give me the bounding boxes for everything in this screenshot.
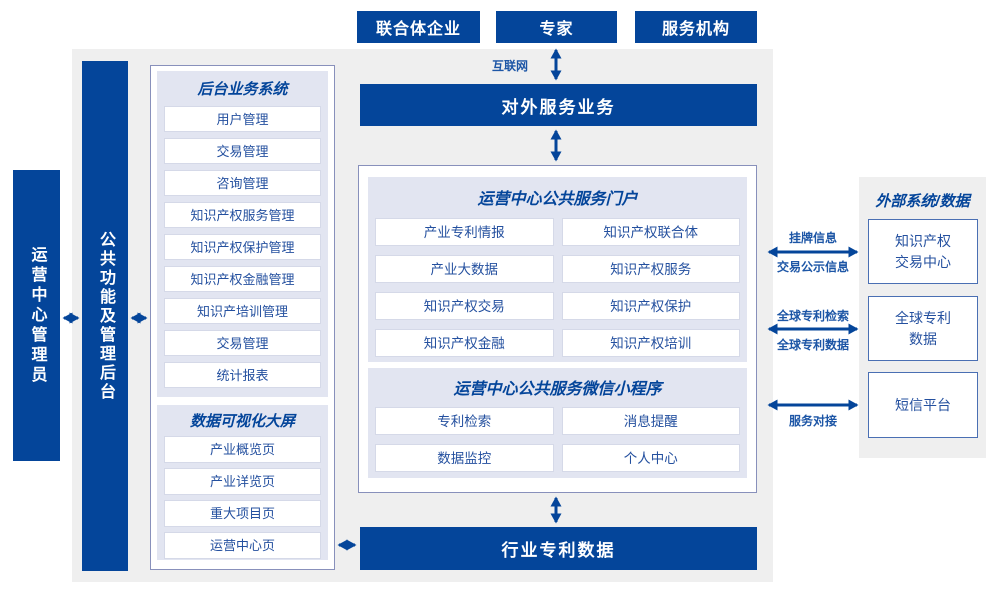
external-box-global-patent-data: 全球专利 数据 xyxy=(868,296,978,361)
backstage-item: 交易管理 xyxy=(164,330,321,356)
external-box-ip-trading-center: 知识产权 交易中心 xyxy=(868,219,978,284)
entity-experts: 专家 xyxy=(496,11,617,43)
backstage-item: 用户管理 xyxy=(164,106,321,132)
dashboard-item-list: 产业概览页 产业详览页 重大项目页 运营中心页 xyxy=(164,436,321,559)
backstage-item: 知识产培训管理 xyxy=(164,298,321,324)
public-service-portal-panel: 运营中心公共服务门户 产业专利情报 知识产权联合体 产业大数据 知识产权服务 知… xyxy=(368,177,747,362)
service-connection-label: 服务对接 xyxy=(788,414,837,428)
backstage-system-title: 后台业务系统 xyxy=(197,81,288,98)
global-patent-data-label: 全球专利数据 xyxy=(776,338,849,352)
backstage-item: 知识产权金融管理 xyxy=(164,266,321,292)
external-service-bar: 对外服务业务 xyxy=(360,84,757,126)
global-patent-search-label: 全球专利检索 xyxy=(776,309,849,323)
entity-consortium-enterprises: 联合体企业 xyxy=(357,11,480,43)
listing-info-label: 挂牌信息 xyxy=(788,231,837,245)
backstage-system-panel: 后台业务系统 用户管理 交易管理 咨询管理 知识产权服务管理 知识产权保护管理 … xyxy=(157,71,328,397)
public-function-backend-bar: 公共功能及管理后台 xyxy=(82,61,128,571)
backstage-item: 咨询管理 xyxy=(164,170,321,196)
dashboard-item: 产业详览页 xyxy=(164,468,321,495)
backstage-item: 统计报表 xyxy=(164,362,321,388)
data-visualization-panel: 数据可视化大屏 产业概览页 产业详览页 重大项目页 运营中心页 xyxy=(157,405,328,560)
internet-label: 互联网 xyxy=(491,59,528,73)
miniprogram-item: 专利检索 xyxy=(375,407,554,435)
trade-notice-label: 交易公示信息 xyxy=(776,260,849,274)
dashboard-item: 运营中心页 xyxy=(164,532,321,559)
wechat-miniprogram-title: 运营中心公共服务微信小程序 xyxy=(453,381,662,398)
portal-item: 知识产权联合体 xyxy=(561,218,740,246)
industry-patent-data-bar: 行业专利数据 xyxy=(360,527,757,570)
miniprogram-item: 数据监控 xyxy=(375,444,554,472)
entity-service-organizations: 服务机构 xyxy=(635,11,757,43)
data-visualization-title: 数据可视化大屏 xyxy=(189,413,295,430)
portal-item: 产业专利情报 xyxy=(375,218,554,246)
backstage-item-list: 用户管理 交易管理 咨询管理 知识产权服务管理 知识产权保护管理 知识产权金融管… xyxy=(164,106,321,388)
wechat-miniprogram-panel: 运营中心公共服务微信小程序 专利检索 消息提醒 数据监控 个人中心 xyxy=(368,368,747,478)
miniprogram-item-grid: 专利检索 消息提醒 数据监控 个人中心 xyxy=(375,407,740,472)
portal-item: 知识产权培训 xyxy=(561,329,740,357)
portal-item-grid: 产业专利情报 知识产权联合体 产业大数据 知识产权服务 知识产权交易 知识产权保… xyxy=(375,218,740,357)
miniprogram-item: 个人中心 xyxy=(561,444,740,472)
portal-item: 知识产权保护 xyxy=(561,292,740,320)
operation-center-admin-box: 运营中心管理员 xyxy=(13,170,60,461)
external-systems-title: 外部系统/数据 xyxy=(875,193,970,210)
backstage-item: 知识产权保护管理 xyxy=(164,234,321,260)
portal-item: 知识产权服务 xyxy=(561,255,740,283)
portal-item: 知识产权金融 xyxy=(375,329,554,357)
dashboard-item: 重大项目页 xyxy=(164,500,321,527)
backstage-item: 交易管理 xyxy=(164,138,321,164)
public-service-portal-title: 运营中心公共服务门户 xyxy=(477,191,638,208)
external-box-sms-platform: 短信平台 xyxy=(868,372,978,438)
backstage-item: 知识产权服务管理 xyxy=(164,202,321,228)
miniprogram-item: 消息提醒 xyxy=(561,407,740,435)
dashboard-item: 产业概览页 xyxy=(164,436,321,463)
portal-item: 知识产权交易 xyxy=(375,292,554,320)
portal-item: 产业大数据 xyxy=(375,255,554,283)
